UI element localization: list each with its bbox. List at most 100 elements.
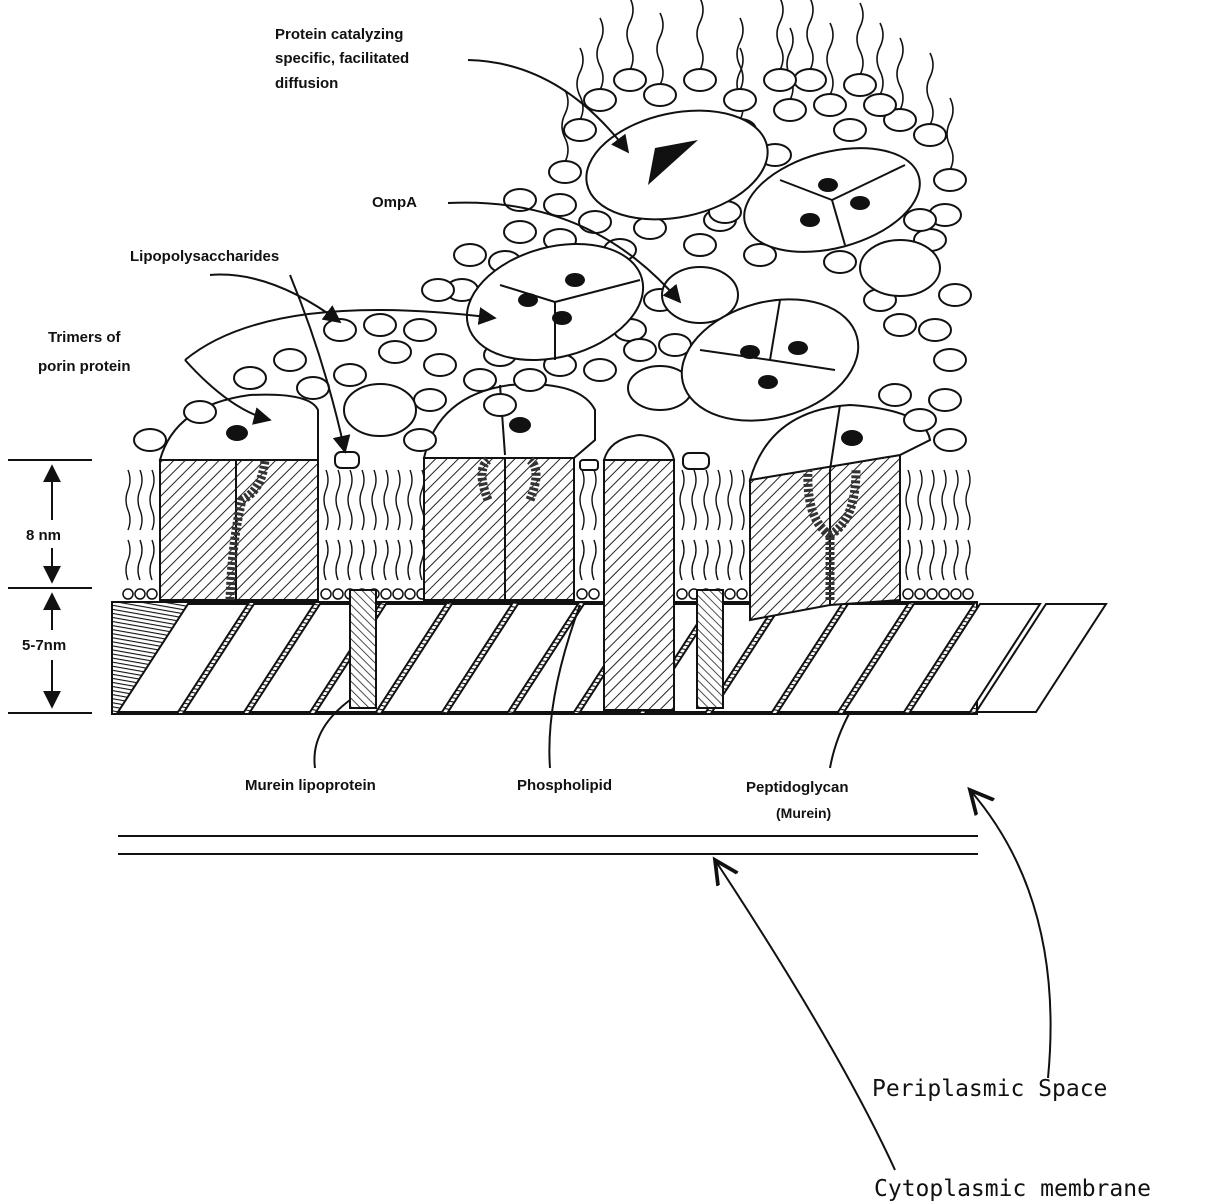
phospholipid-head [333, 589, 343, 599]
scale-label-8nm: 8 nm [26, 527, 61, 544]
lipid-tail [336, 470, 340, 530]
lipid-tail [592, 470, 596, 530]
lipid-tail [360, 540, 364, 580]
murein-lipoprotein-1 [350, 590, 376, 708]
phospholipid-head [927, 589, 937, 599]
lipid-tail [704, 470, 708, 530]
lipid-tail [680, 470, 684, 530]
o-antigen-chain [827, 23, 833, 95]
o-antigen-chain [927, 53, 933, 125]
porin-block-3 [750, 455, 900, 620]
lipid-tail [396, 470, 400, 530]
o-antigen-chain [947, 98, 953, 170]
o-antigen-chain [697, 0, 703, 70]
lipid-tail [348, 470, 352, 530]
lps-oval [414, 389, 446, 411]
label-protein-line-2: specific, facilitated [275, 50, 409, 67]
lps-oval [834, 119, 866, 141]
lps-oval [814, 94, 846, 116]
large-lps-oval [860, 240, 940, 296]
lipid-tail [942, 540, 946, 580]
lipid-tail [324, 540, 328, 580]
lps-oval [934, 349, 966, 371]
lipid-tail [126, 470, 130, 530]
lipid-tail [906, 540, 910, 580]
lps-oval [904, 409, 936, 431]
o-antigen-chain [597, 18, 603, 90]
label-lipopolysaccharides: Lipopolysaccharides [130, 248, 279, 265]
large-lps-oval [344, 384, 416, 436]
label-phospholipid: Phospholipid [517, 777, 612, 794]
cytoplasmic-membrane-arrow [715, 860, 895, 1170]
lps-oval [324, 319, 356, 341]
lipid-tail [150, 540, 154, 580]
lipid-tail [372, 470, 376, 530]
lipid-tail [336, 540, 340, 580]
lps-oval [364, 314, 396, 336]
o-antigen-chain [897, 38, 903, 110]
lps-oval [579, 211, 611, 233]
phospholipid-head [123, 589, 133, 599]
o-antigen-chain [857, 3, 863, 75]
lps-oval [624, 339, 656, 361]
lipid-tail [580, 540, 584, 580]
lps-oval [844, 74, 876, 96]
lps-oval [514, 369, 546, 391]
lps-oval [914, 124, 946, 146]
lps-oval [584, 359, 616, 381]
lipid-tail [384, 470, 388, 530]
label-peptidoglycan: Peptidoglycan [746, 779, 849, 796]
lps-oval [684, 234, 716, 256]
label-protein-line-3: diffusion [275, 75, 338, 92]
lipid-tail [918, 470, 922, 530]
lipid-tail [728, 470, 732, 530]
o-antigen-chain [657, 13, 663, 85]
lipid-tail [728, 540, 732, 580]
lps-oval [379, 341, 411, 363]
ompa-block [604, 460, 674, 710]
cytoplasmic-membrane-lines [118, 836, 978, 854]
lipid-tail [954, 540, 958, 580]
lps-oval [234, 367, 266, 389]
phospholipid-head [737, 589, 747, 599]
lipid-tail [360, 470, 364, 530]
lps-oval [794, 69, 826, 91]
phospholipid-head [951, 589, 961, 599]
lipid-tail [138, 540, 142, 580]
lps-oval [614, 69, 646, 91]
lipid-tail [372, 540, 376, 580]
o-antigen-chain [577, 48, 583, 120]
lps-oval [484, 394, 516, 416]
periplasmic-space-arrow [970, 790, 1051, 1078]
lipid-tail [138, 470, 142, 530]
lipid-tail [930, 540, 934, 580]
label-protein-line-1: Protein catalyzing [275, 26, 403, 43]
o-antigen-chain [627, 0, 633, 70]
label-murein-lipoprotein: Murein lipoprotein [245, 777, 376, 794]
lps-oval [334, 364, 366, 386]
outer-surface [134, 0, 971, 451]
lps-oval [454, 244, 486, 266]
phospholipid-head [405, 589, 415, 599]
lipid-tail [966, 540, 970, 580]
lipid-tail [918, 540, 922, 580]
lps-oval [504, 221, 536, 243]
lipid-tail [408, 540, 412, 580]
lps-oval [864, 94, 896, 116]
lps-oval [184, 401, 216, 423]
lps-oval [134, 429, 166, 451]
lipid-tail [740, 540, 744, 580]
label-cytoplasmic-membrane: Cytoplasmic membrane [874, 1176, 1151, 1202]
lps-oval [934, 429, 966, 451]
o-antigen-chain [777, 0, 783, 70]
lps-oval [549, 161, 581, 183]
lps-oval [929, 389, 961, 411]
lps-oval [764, 69, 796, 91]
phospholipid-head [939, 589, 949, 599]
lps-oval [274, 349, 306, 371]
lipid-tail [126, 540, 130, 580]
phospholipid-head [725, 589, 735, 599]
lps-oval [884, 314, 916, 336]
lps-oval [684, 69, 716, 91]
lps-oval [904, 209, 936, 231]
